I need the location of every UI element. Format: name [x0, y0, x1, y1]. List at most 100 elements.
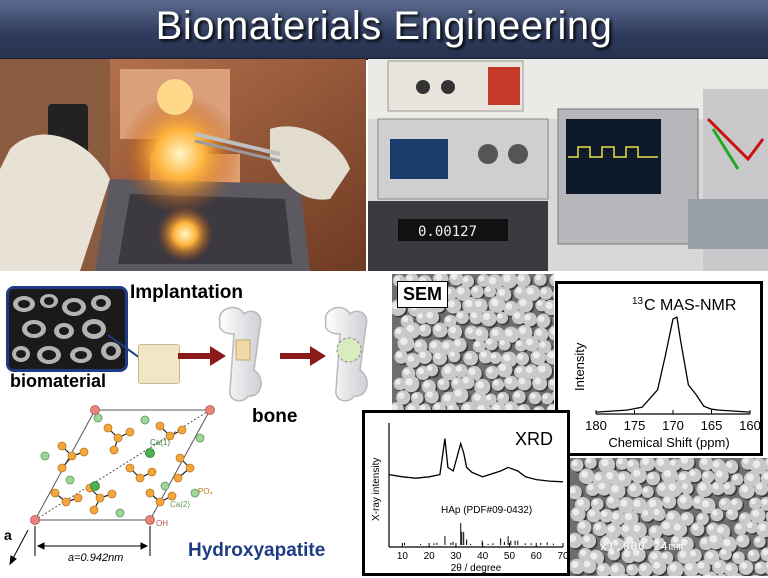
- grain-highlight: [400, 338, 408, 346]
- grain-highlight: [595, 523, 602, 530]
- grain-highlight: [455, 389, 462, 396]
- nmr-tick-label: 165: [701, 418, 723, 433]
- grain-highlight: [474, 394, 481, 401]
- grain-highlight: [571, 561, 578, 568]
- furnace-photo: [0, 59, 366, 271]
- grain-highlight: [741, 562, 748, 569]
- grain-highlight: [466, 327, 472, 333]
- grain-highlight: [649, 500, 656, 507]
- grain-highlight: [584, 561, 591, 568]
- grain-highlight: [472, 287, 478, 293]
- grain-highlight: [516, 341, 521, 346]
- grain-highlight: [518, 275, 525, 282]
- grain-highlight: [402, 316, 408, 322]
- grain-highlight: [601, 459, 608, 466]
- grain-highlight: [407, 355, 414, 362]
- oh-label: OH: [156, 519, 168, 528]
- grain: [496, 312, 508, 324]
- implant-in-bone: [236, 340, 250, 360]
- grain-highlight: [463, 276, 469, 282]
- grain-highlight: [740, 514, 746, 520]
- grain-highlight: [713, 483, 719, 489]
- grain-highlight: [514, 392, 520, 398]
- grain-highlight: [526, 366, 533, 373]
- nmr-tick-label: 175: [624, 418, 646, 433]
- grain-highlight: [581, 471, 588, 478]
- xrd-tick-label: 50: [504, 551, 516, 562]
- grain-highlight: [723, 539, 730, 546]
- grain-highlight: [525, 314, 531, 320]
- grain-highlight: [648, 473, 654, 479]
- nmr-ylabel: Intensity: [572, 342, 587, 391]
- grain-highlight: [533, 352, 540, 359]
- grain-highlight: [536, 329, 543, 336]
- grain-highlight: [538, 316, 544, 322]
- grain-highlight: [435, 325, 442, 332]
- grain: [626, 564, 638, 576]
- grain-highlight: [463, 377, 469, 383]
- grain-highlight: [692, 524, 698, 530]
- grain-highlight: [450, 327, 457, 334]
- grain-highlight: [612, 565, 619, 572]
- grain-highlight: [479, 276, 485, 282]
- grain-highlight: [448, 300, 455, 307]
- grain-highlight: [625, 513, 632, 520]
- grain-highlight: [731, 499, 737, 505]
- grain-highlight: [753, 460, 761, 468]
- grain-highlight: [454, 340, 460, 346]
- grain-highlight: [519, 299, 526, 306]
- grain-highlight: [664, 497, 670, 503]
- nmr-title-sup: 13: [632, 296, 644, 307]
- xrd-tick-label: 70: [557, 551, 567, 562]
- grain-highlight: [642, 458, 649, 465]
- grain-highlight: [628, 461, 634, 467]
- grain-highlight: [756, 483, 762, 489]
- grain-highlight: [412, 393, 418, 399]
- grain-highlight: [654, 509, 660, 515]
- grain-highlight: [598, 565, 604, 571]
- grain-highlight: [535, 275, 541, 281]
- grain-highlight: [540, 342, 546, 348]
- grain-highlight: [465, 300, 473, 308]
- grain-highlight: [726, 462, 732, 468]
- grain-highlight: [457, 287, 464, 294]
- grain-highlight: [721, 549, 727, 555]
- grain-highlight: [517, 354, 523, 360]
- grain-highlight: [430, 342, 437, 349]
- grain: [726, 508, 738, 520]
- grain-highlight: [486, 339, 492, 345]
- grain-highlight: [483, 313, 490, 320]
- grain-highlight: [608, 525, 615, 532]
- grain-highlight: [658, 484, 665, 491]
- xrd-tick-label: 30: [450, 551, 462, 562]
- arrow-1: [178, 346, 226, 366]
- grain-highlight: [618, 473, 625, 480]
- grain-highlight: [444, 394, 451, 401]
- grain-highlight: [734, 553, 740, 559]
- nmr-xlabel: Chemical Shift (ppm): [608, 435, 729, 450]
- grain-highlight: [519, 327, 526, 334]
- grain-highlight: [503, 354, 510, 361]
- grain-highlight: [497, 313, 502, 318]
- xrd-reference-label: HAp (PDF#09-0432): [441, 505, 532, 516]
- grain-highlight: [418, 368, 424, 374]
- xrd-title: XRD: [515, 429, 553, 449]
- xrd-tick-label: 10: [397, 551, 409, 562]
- grain-highlight: [417, 313, 422, 318]
- ca2-label: Ca(2): [170, 500, 190, 509]
- grain-highlight: [534, 378, 541, 385]
- grain-highlight: [756, 563, 762, 569]
- grain-highlight: [617, 459, 623, 465]
- grain-highlight: [668, 483, 675, 490]
- grain: [747, 549, 759, 561]
- grain-highlight: [453, 379, 459, 385]
- grain-highlight: [732, 475, 738, 481]
- nmr-tick-label: 160: [739, 418, 760, 433]
- grain-highlight: [717, 526, 724, 533]
- grain-highlight: [622, 525, 629, 532]
- grain-highlight: [474, 341, 480, 347]
- xrd-tick-label: 40: [477, 551, 489, 562]
- grain-highlight: [435, 274, 442, 281]
- grain-highlight: [572, 460, 578, 466]
